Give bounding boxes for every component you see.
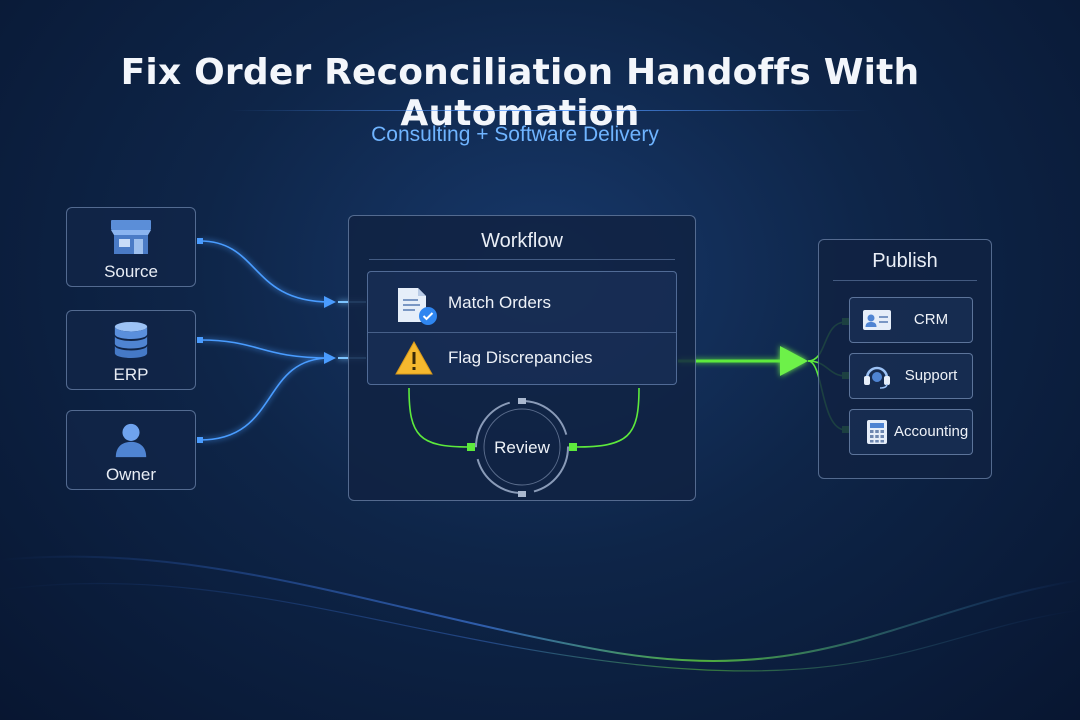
publish-title: Publish [872,250,938,272]
calculator-icon [867,420,887,444]
review-ring-inner [483,408,561,486]
database-icon [114,321,148,359]
ring-marker [518,491,526,497]
source-card-owner[interactable]: Owner [66,410,196,490]
document-check-icon [398,288,437,325]
workflow-title: Workflow [481,230,563,252]
destination-crm[interactable]: CRM [849,297,973,343]
warning-icon [395,340,433,375]
review-loop [408,387,640,497]
page-subtitle: Consulting + Software Delivery [371,123,659,146]
background-wave [0,555,1080,662]
source-card-label: ERP [113,365,149,384]
step-flag-discrepancies: Flag Discrepancies [448,348,593,367]
loop-connector-right [574,387,640,448]
source-card-label: Owner [105,465,157,484]
source-card-label: Source [104,262,158,281]
destination-label: CRM [913,311,949,328]
connector-port [467,443,475,451]
user-icon [115,423,147,458]
destination-label: Accounting [894,423,969,440]
source-card-erp[interactable]: ERP [66,310,196,390]
headset-icon [864,366,890,389]
connector-port [197,238,203,244]
arrowhead [324,352,336,364]
workflow-steps: Match Orders Flag Discrepancies [367,271,677,385]
flow-source-to-workflow [199,240,331,303]
flow-erp-to-workflow [199,339,331,359]
review-label: Review [494,438,550,457]
arrowhead [324,296,336,308]
step-match-orders: Match Orders [448,293,551,312]
background-wave [0,582,1080,672]
id-card-icon [863,310,891,330]
title-divider [230,110,870,111]
destination-support[interactable]: Support [849,353,973,399]
publish-divider [833,280,977,281]
destination-accounting[interactable]: Accounting [849,409,973,455]
page-title: Fix Order Reconciliation Handoffs With A… [120,52,920,134]
connector-port [569,443,577,451]
source-card-source[interactable]: Source [66,207,196,287]
storefront-icon [111,220,151,254]
workflow-panel: Workflow Match Orders Flag Discrepancies [348,215,696,501]
connector-port [197,337,203,343]
step-divider [368,332,676,333]
ring-marker [518,398,526,404]
destination-label: Support [904,367,958,384]
publish-panel: Publish CRM Support [818,239,992,479]
flow-owner-to-workflow [199,357,331,441]
loop-connector-left [408,387,470,448]
connector-port [197,437,203,443]
workflow-divider [369,259,675,260]
arrowhead-output [780,346,808,376]
